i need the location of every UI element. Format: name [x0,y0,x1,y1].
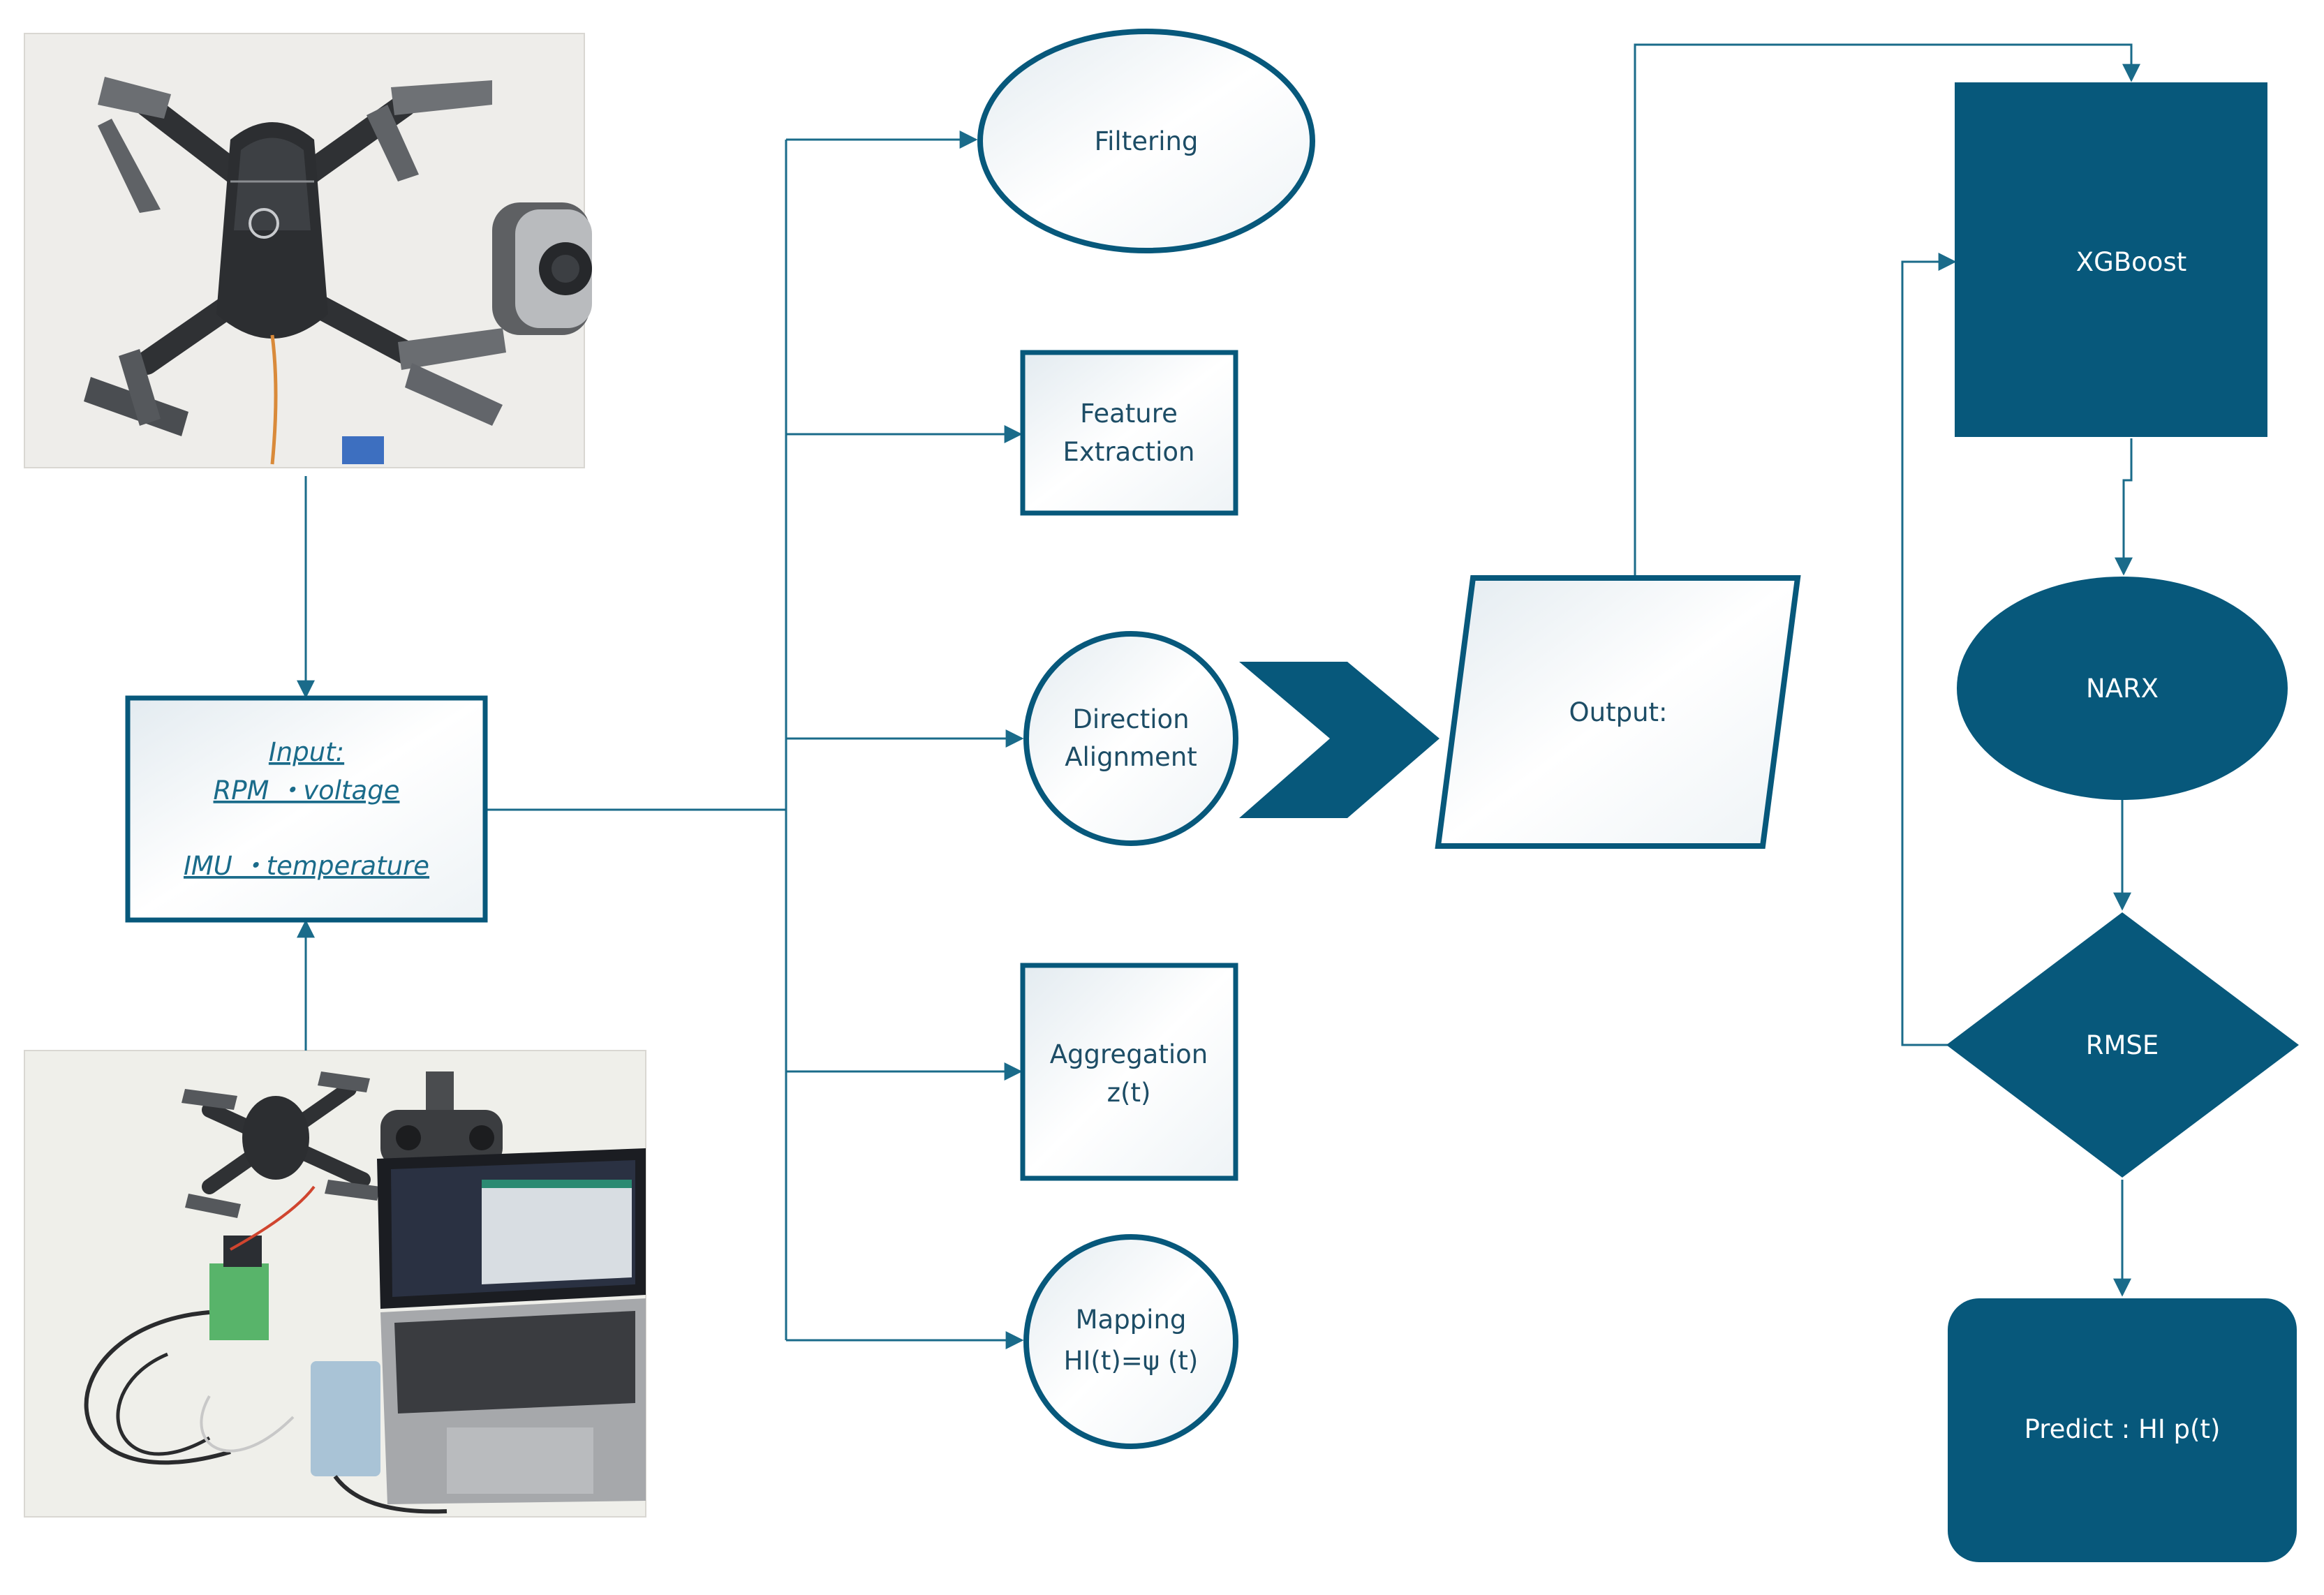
input-box: Input: RPM ・voltage IMU ・temperature [125,695,488,923]
filtering-label: Filtering [1095,126,1199,156]
step-mapping: Mapping HI(t)=ψ (t) [1023,1234,1238,1449]
feature-label-2: Extraction [1063,437,1195,467]
edge-rmse-feedback-xgboost [1901,253,1957,1046]
edge-xgboost-to-narx [2115,438,2133,576]
direction-label-2: Alignment [1065,742,1197,772]
xgboost-label: XGBoost [2076,247,2186,277]
direction-label-1: Direction [1072,704,1189,734]
rmse-label: RMSE [2086,1030,2159,1060]
step-filtering: Filtering [977,29,1315,253]
narx-node: NARX [1957,577,2288,800]
input-title: Input: [269,737,344,767]
output-node: Output: [1435,575,1801,849]
aggregation-label-1: Aggregation [1050,1039,1208,1069]
input-line-rpm-voltage: RPM ・voltage [214,776,400,806]
chevron-arrow-icon [1239,662,1439,818]
drone-photo [24,33,592,468]
test-setup-photo [24,1050,646,1518]
narx-label: NARX [2086,674,2159,704]
aggregation-label-2: z(t) [1107,1078,1151,1108]
rmse-node: RMSE [1946,912,2299,1178]
edge-output-to-xgboost [1634,43,2140,576]
predict-label: Predict : HI p(t) [2025,1414,2221,1444]
mapping-label-1: Mapping [1076,1305,1187,1335]
output-label: Output: [1569,697,1668,727]
connector-lines [297,43,2140,1349]
xgboost-node: XGBoost [1955,82,2267,437]
predict-node: Predict : HI p(t) [1948,1298,2297,1562]
mapping-label-2: HI(t)=ψ (t) [1064,1346,1199,1376]
step-feature-extraction: Feature Extraction [1020,350,1238,516]
step-aggregation: Aggregation z(t) [1020,963,1238,1181]
feature-label-1: Feature [1080,399,1178,429]
input-line-imu-temperature: IMU ・temperature [184,851,429,881]
step-direction-alignment: Direction Alignment [1023,631,1238,846]
